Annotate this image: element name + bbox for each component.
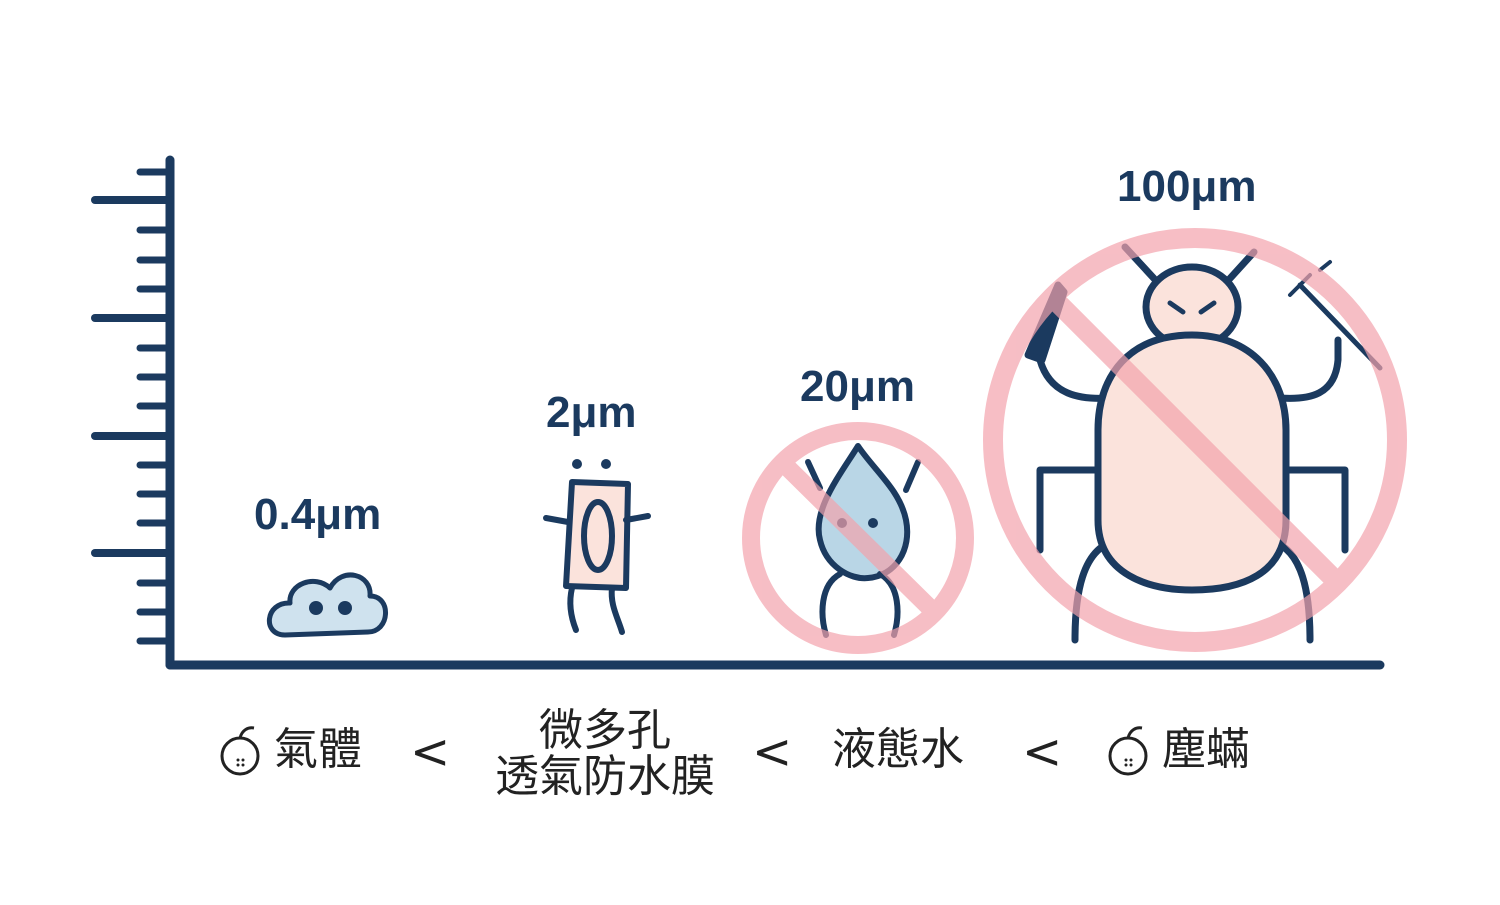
- less-than-sign: <: [1022, 724, 1063, 780]
- category-label-mite: 塵蟎: [1162, 724, 1250, 775]
- less-than-sign: <: [752, 724, 793, 780]
- size-label-gas: 0.4μm: [254, 490, 382, 539]
- category-label-membrane: 微多孔 透氣防水膜: [470, 705, 740, 803]
- scale-axis: [91, 155, 1385, 670]
- category-label-membrane-line1: 微多孔: [539, 705, 671, 756]
- size-label-membrane: 2μm: [546, 388, 637, 437]
- bomb-ball-icon: [220, 726, 260, 776]
- category-label-gas: 氣體: [274, 724, 362, 775]
- size-label-water: 20μm: [800, 362, 915, 411]
- prohibition-icon: [742, 422, 974, 654]
- prohibition-icon: [983, 228, 1407, 652]
- category-label-water: 液態水: [832, 724, 964, 775]
- gas-cloud-character: [267, 572, 388, 638]
- size-label-mite: 100μm: [1117, 162, 1257, 211]
- bomb-ball-icon: [1108, 726, 1148, 776]
- less-than-sign: <: [410, 724, 451, 780]
- membrane-pore-character: [543, 459, 651, 635]
- category-label-membrane-line2: 透氣防水膜: [495, 751, 715, 803]
